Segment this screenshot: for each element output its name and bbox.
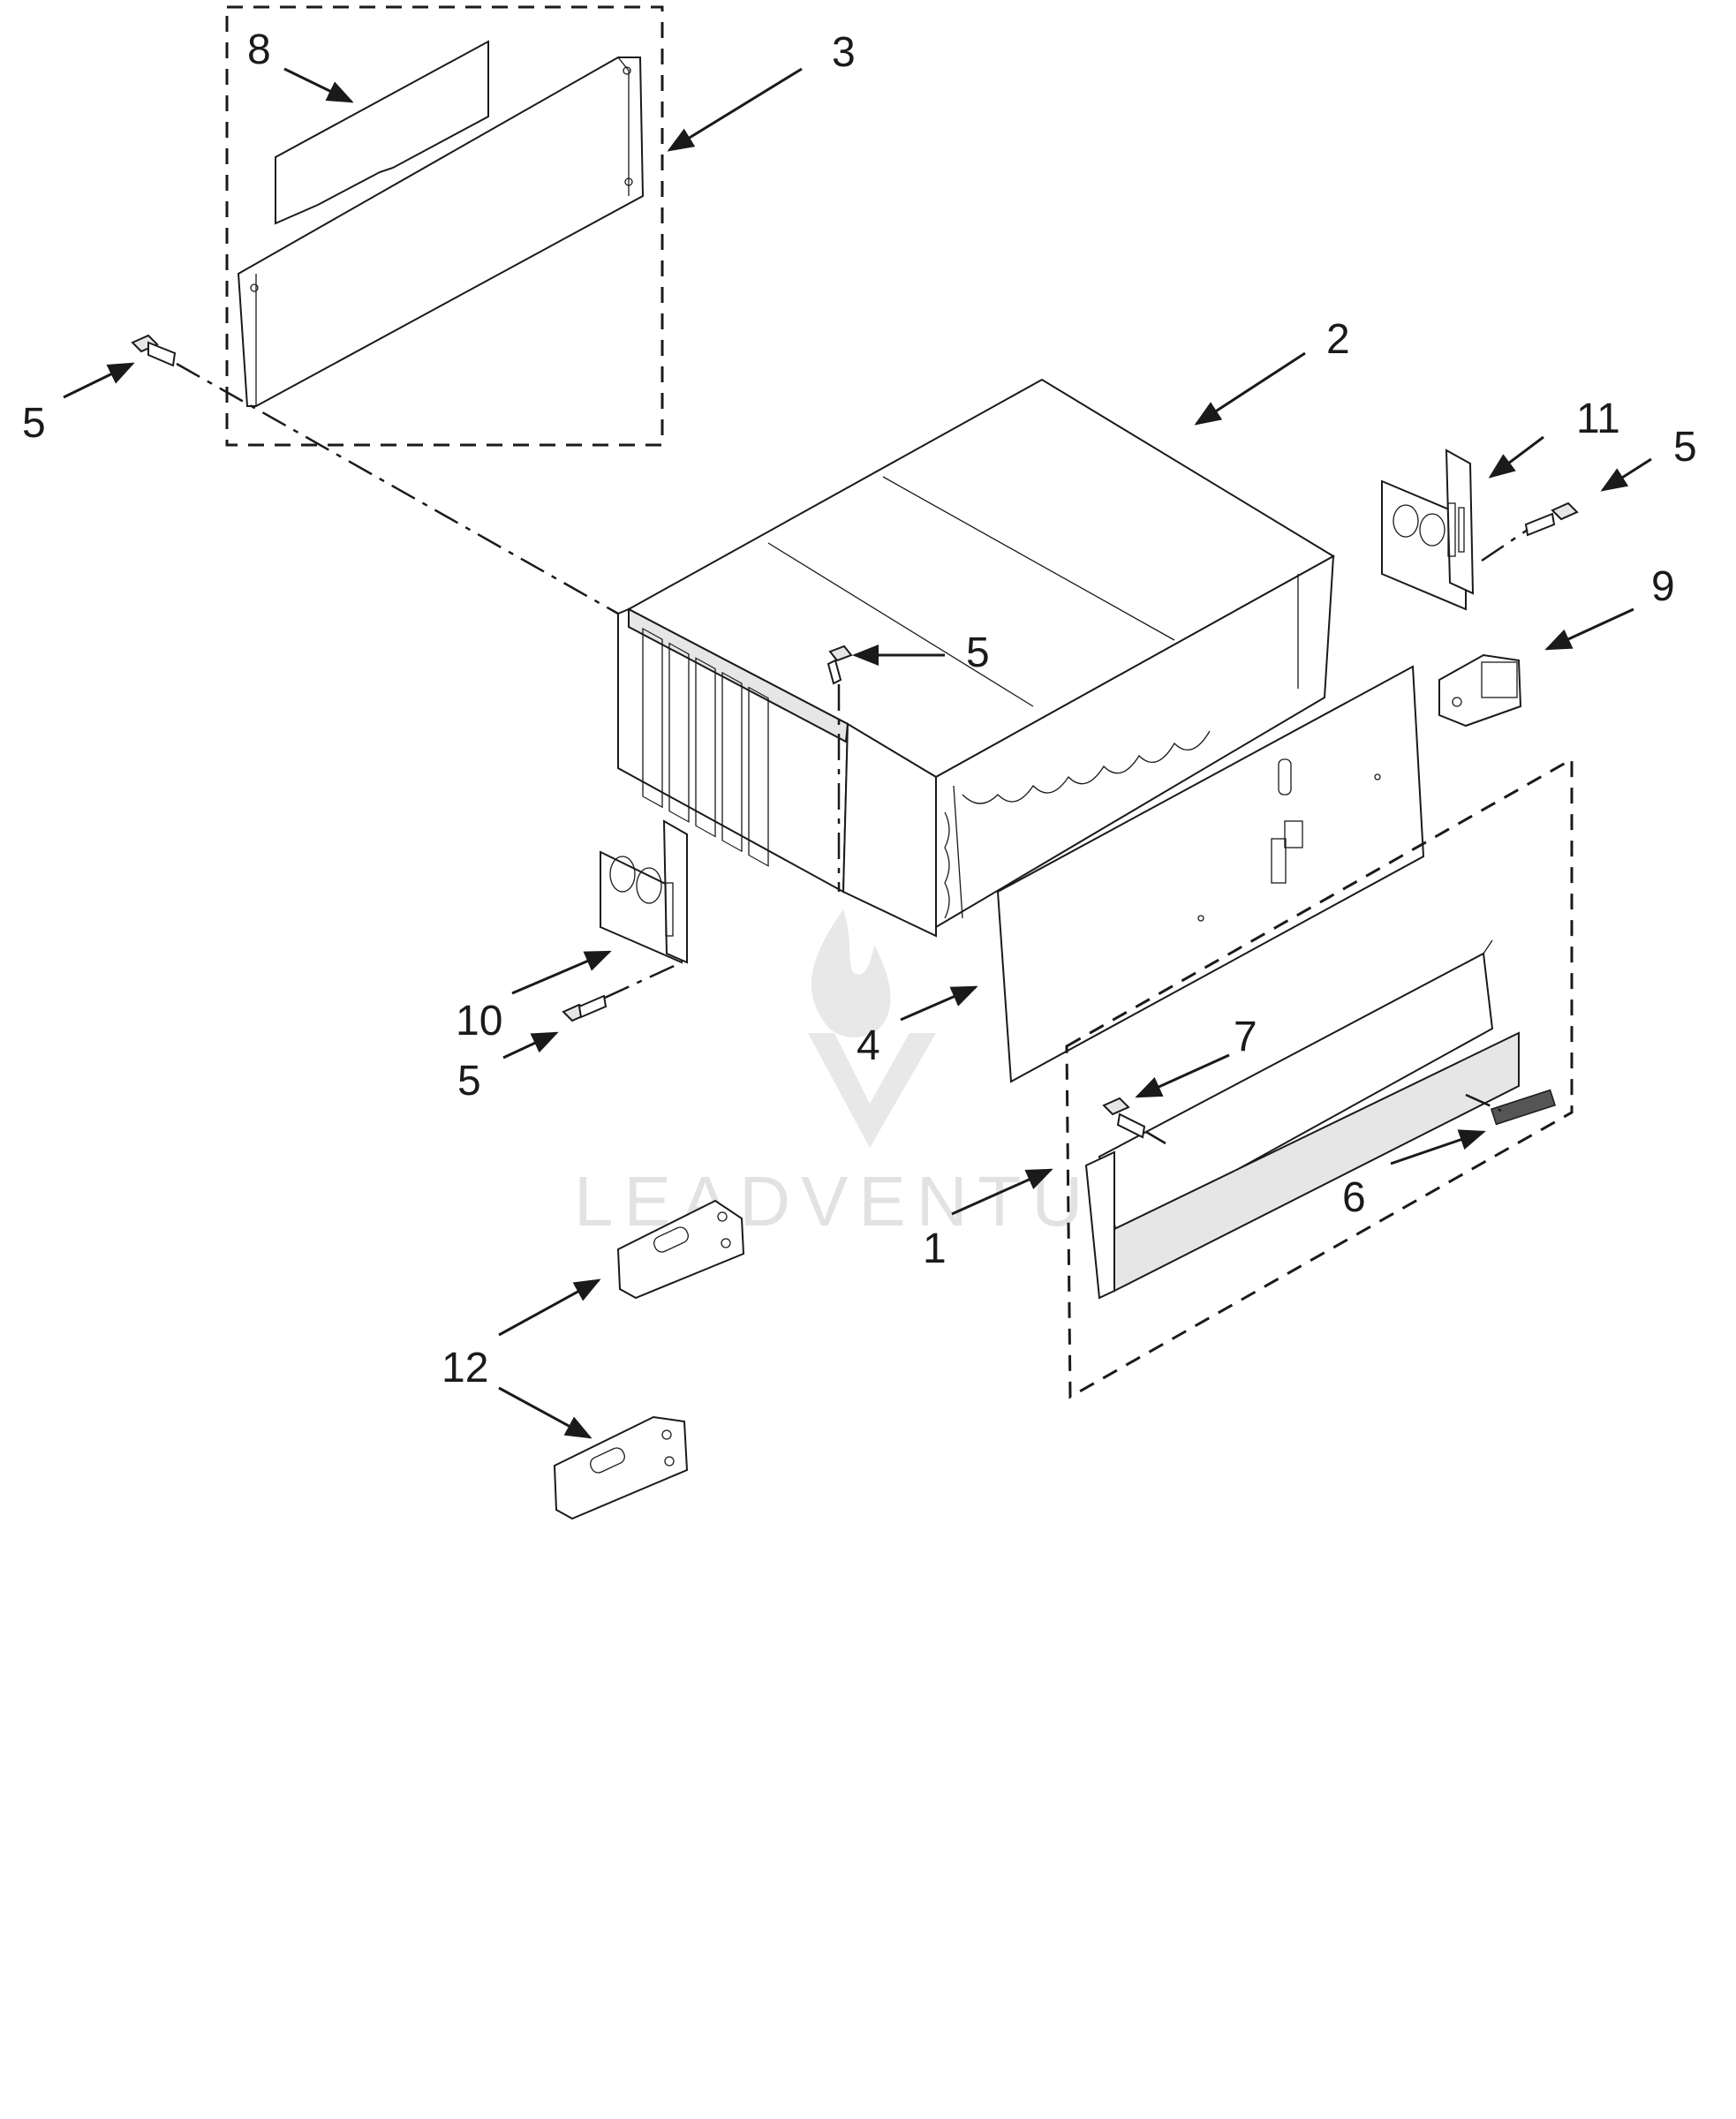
callout-8: 8 xyxy=(247,26,271,73)
watermark-logo xyxy=(808,909,936,1148)
screw-5-right xyxy=(1524,501,1579,537)
group-box-part-1 xyxy=(1065,757,1574,1399)
part-6-badge xyxy=(1490,1089,1557,1126)
callout-5-top: 5 xyxy=(966,630,990,676)
callout-5-left: 5 xyxy=(22,400,46,447)
callout-5-lower: 5 xyxy=(457,1058,481,1105)
part-9-clip xyxy=(1438,653,1522,728)
callout-1: 1 xyxy=(923,1225,947,1272)
callout-7: 7 xyxy=(1234,1014,1257,1060)
group-box-part-3 xyxy=(225,5,664,447)
callout-4: 4 xyxy=(857,1022,880,1069)
callout-6: 6 xyxy=(1342,1174,1366,1221)
callout-5-right: 5 xyxy=(1673,424,1697,471)
callout-3: 3 xyxy=(832,29,856,76)
part-2-cabinet xyxy=(617,378,1335,938)
callout-2: 2 xyxy=(1326,316,1350,363)
part-8-shape xyxy=(275,40,489,225)
part-12-bracket-lower xyxy=(553,1415,689,1520)
part-10-bracket xyxy=(600,819,688,964)
screw-7 xyxy=(1102,1097,1146,1139)
callout-9: 9 xyxy=(1651,563,1675,610)
screw-5-left xyxy=(131,334,177,367)
part-11-bracket xyxy=(1381,449,1475,611)
part-1-front-panel xyxy=(1084,939,1557,1300)
callout-10: 10 xyxy=(456,998,502,1044)
part-12-bracket-upper xyxy=(616,1199,745,1300)
part-4-shape xyxy=(996,665,1425,1083)
screw-5-lower xyxy=(562,994,608,1022)
front-louvers xyxy=(642,627,769,867)
callout-12: 12 xyxy=(442,1345,488,1391)
callout-11: 11 xyxy=(1576,396,1620,442)
screw-5-top xyxy=(826,645,853,685)
